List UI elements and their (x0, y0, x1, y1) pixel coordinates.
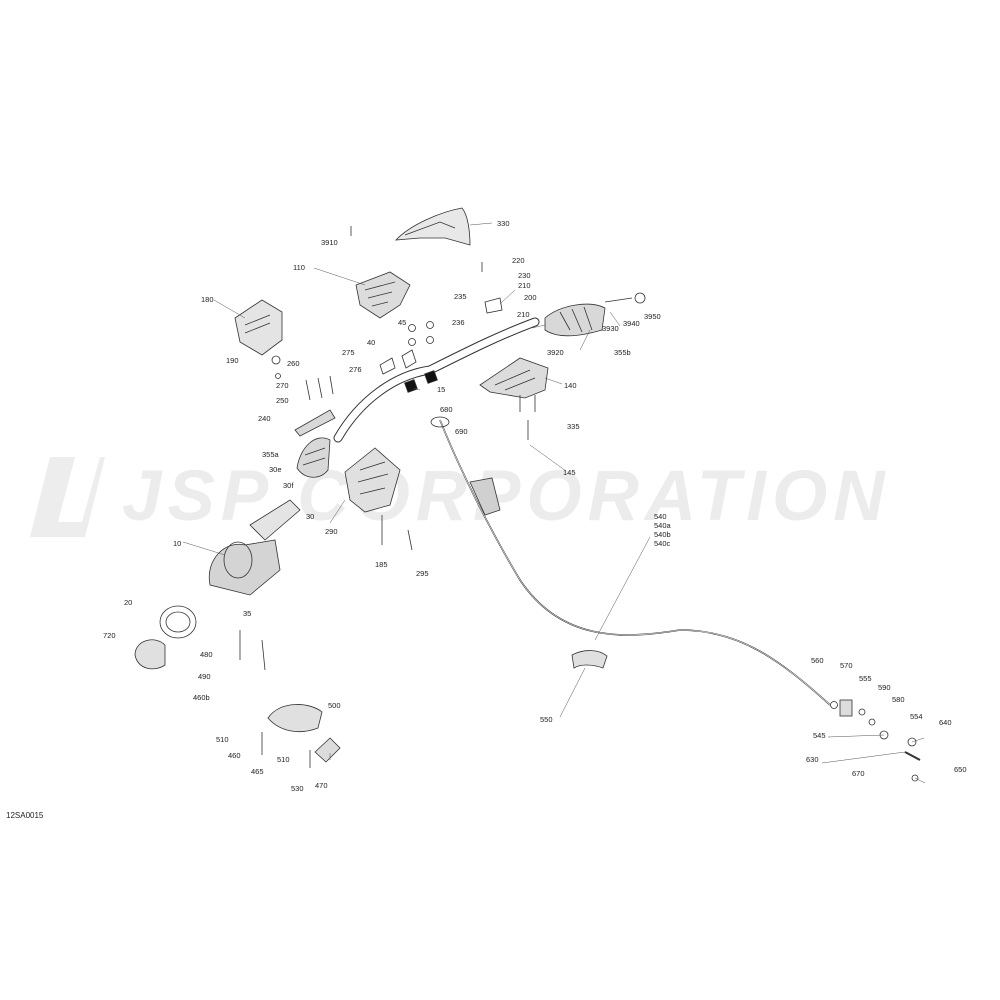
callout-570: 570 (840, 661, 853, 670)
callout-250: 250 (276, 396, 289, 405)
callout-335: 335 (567, 422, 580, 431)
diagram-code: 12SA0015 (6, 811, 44, 820)
callout-230: 230 (518, 271, 531, 280)
callout-20: 20 (124, 598, 133, 607)
callout-3940: 3940 (623, 319, 640, 328)
watermark-text: JSP CORPORATION (122, 457, 891, 536)
callout-10: 10 (173, 539, 182, 548)
callout-690: 690 (455, 427, 468, 436)
callout-30f: 30f (283, 481, 294, 490)
callout-510: 510 (216, 735, 229, 744)
callout-3930: 3930 (602, 324, 619, 333)
callout-540b: 540b (654, 530, 671, 539)
callout-510b: 510 (277, 755, 290, 764)
bracket-460 (267, 704, 323, 733)
callout-500: 500 (328, 701, 341, 710)
callout-15: 15 (437, 385, 446, 394)
right-grip-355b (544, 303, 606, 337)
callout-650: 650 (954, 765, 967, 774)
callout-3920: 3920 (547, 348, 564, 357)
callout-540c: 540c (654, 539, 671, 548)
callout-630: 630 (806, 755, 819, 764)
callout-670: 670 (852, 769, 865, 778)
callout-210b: 210 (517, 310, 530, 319)
callout-3910: 3910 (321, 238, 338, 247)
callout-560: 560 (811, 656, 824, 665)
top-cover-330 (394, 207, 471, 246)
callout-235: 235 (454, 292, 467, 301)
callout-460: 460 (228, 751, 241, 760)
callout-3950: 3950 (644, 312, 661, 321)
callout-550: 550 (540, 715, 553, 724)
part-720 (134, 639, 166, 670)
ring-20 (159, 605, 197, 639)
lever-240 (294, 409, 336, 437)
callout-490: 490 (198, 672, 211, 681)
callout-355a: 355a (262, 450, 279, 459)
callout-240: 240 (258, 414, 271, 423)
callout-460b: 460b (193, 693, 210, 702)
callout-545: 545 (813, 731, 826, 740)
callout-555: 555 (859, 674, 872, 683)
switch-housing-110 (355, 271, 411, 319)
callout-480: 480 (200, 650, 213, 659)
callout-220: 220 (512, 256, 525, 265)
lever-30 (249, 499, 301, 541)
callout-35: 35 (243, 609, 252, 618)
callout-190: 190 (226, 356, 239, 365)
callout-45: 45 (398, 318, 407, 327)
callout-275: 275 (342, 348, 355, 357)
callout-140: 140 (564, 381, 577, 390)
callout-30: 30 (306, 512, 315, 521)
callout-40: 40 (367, 338, 376, 347)
callout-470: 470 (315, 781, 328, 790)
housing-290 (344, 447, 401, 513)
callout-640: 640 (939, 718, 952, 727)
callout-680: 680 (440, 405, 453, 414)
watermark-logo-mark (30, 457, 105, 537)
callout-270: 270 (276, 381, 289, 390)
callout-295: 295 (416, 569, 429, 578)
callout-540a: 540a (654, 521, 671, 530)
callout-110: 110 (293, 263, 305, 272)
callout-200: 200 (524, 293, 537, 302)
callout-330: 330 (497, 219, 510, 228)
callout-180: 180 (201, 295, 214, 304)
callout-260: 260 (287, 359, 300, 368)
callout-720: 720 (103, 631, 116, 640)
housing-140 (479, 357, 549, 399)
sleeve-550 (571, 650, 608, 669)
left-grip-355a (296, 437, 331, 478)
callout-185: 185 (375, 560, 388, 569)
callout-355b: 355b (614, 348, 631, 357)
callout-530: 530 (291, 784, 304, 793)
throttle-assembly-10 (208, 539, 281, 596)
callout-590: 590 (878, 683, 891, 692)
callout-210: 210 (518, 281, 531, 290)
part-470 (314, 737, 341, 763)
callout-236: 236 (452, 318, 465, 327)
callout-540: 540 (654, 512, 667, 521)
callout-145: 145 (563, 468, 576, 477)
callout-465: 465 (251, 767, 264, 776)
callout-276: 276 (349, 365, 362, 374)
callout-30e: 30e (269, 465, 282, 474)
callout-290: 290 (325, 527, 338, 536)
callout-580: 580 (892, 695, 905, 704)
callout-554: 554 (910, 712, 923, 721)
throttle-cable (439, 419, 831, 706)
